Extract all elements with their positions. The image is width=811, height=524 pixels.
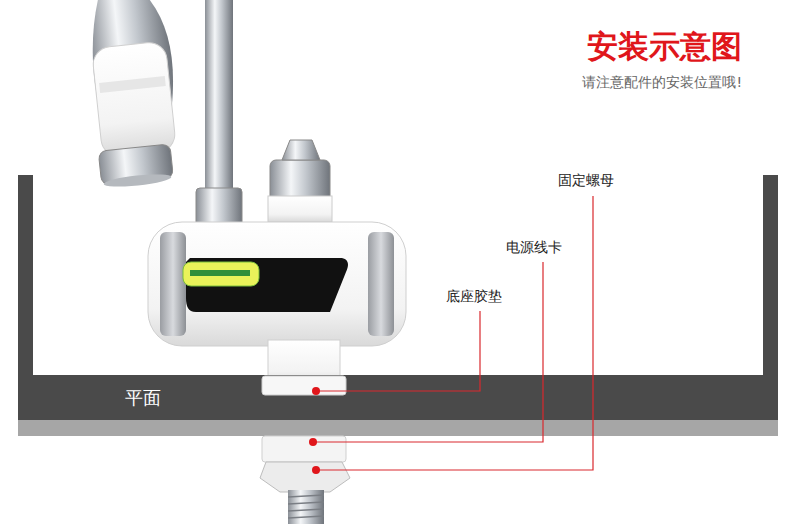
- counter-edge: [18, 420, 778, 436]
- sink-wall: [18, 175, 33, 380]
- counter-surface: 平面: [18, 375, 778, 420]
- temperature-knob: [268, 140, 332, 222]
- part-label: 电源线卡: [506, 237, 562, 257]
- wire-clip: [262, 436, 346, 462]
- part-label: 底座胶垫: [446, 286, 502, 306]
- spray-head: [82, 0, 185, 189]
- surface-label: 平面: [125, 375, 161, 420]
- spout-pipe: [205, 0, 233, 200]
- threaded-pipe: [288, 490, 324, 524]
- heater-body: [148, 222, 406, 346]
- title: 安装示意图: [587, 26, 742, 66]
- part-label: 固定螺母: [558, 170, 614, 190]
- leader-line: [313, 196, 593, 470]
- sink-wall: [763, 175, 778, 380]
- subtitle-note: 请注意配件的安装位置哦!: [582, 72, 742, 92]
- spout-collar: [196, 188, 242, 226]
- fixing-nut: [260, 462, 350, 492]
- thread-lines: [288, 495, 324, 518]
